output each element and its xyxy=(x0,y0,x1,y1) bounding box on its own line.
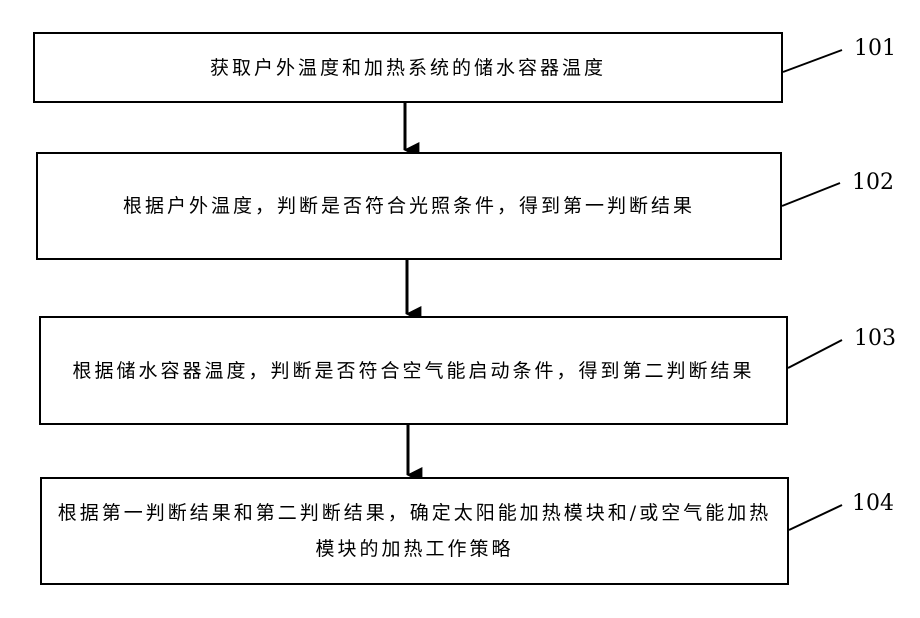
step-box-101: 获取户外温度和加热系统的储水容器温度 xyxy=(33,32,783,103)
ref-numeral-103: 103 xyxy=(854,326,896,351)
step-text-103: 根据储水容器温度，判断是否符合空气能启动条件，得到第二判断结果 xyxy=(72,353,754,389)
ref-numeral-104: 104 xyxy=(852,491,894,516)
leader-line-104 xyxy=(789,505,842,530)
ref-numeral-101: 101 xyxy=(854,36,896,61)
leader-line-102 xyxy=(782,183,840,206)
leader-line-101 xyxy=(783,50,842,72)
step-box-102: 根据户外温度，判断是否符合光照条件，得到第一判断结果 xyxy=(36,152,782,260)
step-text-104: 根据第一判断结果和第二判断结果，确定太阳能加热模块和/或空气能加热模块的加热工作… xyxy=(56,495,773,567)
step-text-102: 根据户外温度，判断是否符合光照条件，得到第一判断结果 xyxy=(123,188,695,224)
step-text-101: 获取户外温度和加热系统的储水容器温度 xyxy=(210,50,606,86)
step-box-104: 根据第一判断结果和第二判断结果，确定太阳能加热模块和/或空气能加热模块的加热工作… xyxy=(40,477,789,585)
step-box-103: 根据储水容器温度，判断是否符合空气能启动条件，得到第二判断结果 xyxy=(39,316,788,425)
ref-numeral-102: 102 xyxy=(852,170,894,195)
leader-line-103 xyxy=(788,340,842,368)
